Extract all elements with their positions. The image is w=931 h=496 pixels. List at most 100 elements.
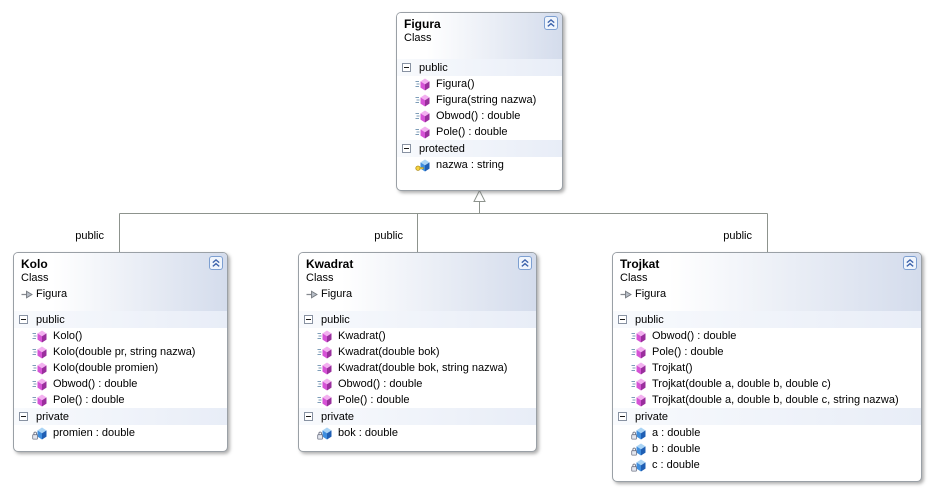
collapse-minus-icon[interactable]: [402, 144, 411, 153]
section-label: private: [36, 410, 70, 423]
member-row[interactable]: Pole() : double: [397, 124, 562, 140]
member-text: Kwadrat(): [338, 330, 386, 342]
method-icon: [415, 126, 431, 139]
collapse-minus-icon[interactable]: [402, 63, 411, 72]
member-row[interactable]: Obwod() : double: [397, 108, 562, 124]
member-text: promien : double: [53, 427, 135, 439]
method-icon: [317, 362, 333, 375]
section-label: public: [635, 313, 664, 326]
member-row[interactable]: Kwadrat(): [299, 328, 536, 344]
member-row[interactable]: Trojkat(double a, double b, double c, st…: [613, 392, 921, 408]
class-kind-label: Class: [620, 272, 648, 284]
member-row[interactable]: Trojkat(): [613, 360, 921, 376]
member-row[interactable]: c : double: [613, 457, 921, 473]
base-type-name: Figura: [635, 288, 667, 300]
member-row[interactable]: Figura(): [397, 76, 562, 92]
method-icon: [317, 394, 333, 407]
collapse-chevron-button[interactable]: [518, 256, 532, 270]
member-text: Kolo(double promien): [53, 362, 159, 374]
method-icon: [32, 346, 48, 359]
member-row[interactable]: b : double: [613, 441, 921, 457]
member-row[interactable]: promien : double: [14, 425, 227, 441]
member-text: a : double: [652, 427, 701, 439]
member-row[interactable]: Kolo(double promien): [14, 360, 227, 376]
method-icon: [32, 394, 48, 407]
section-label: public: [419, 61, 448, 74]
member-text: Figura(string nazwa): [436, 94, 537, 106]
member-text: Figura(): [436, 78, 475, 90]
method-icon: [631, 394, 647, 407]
inheritance-access-label-kolo: public: [75, 230, 104, 242]
collapse-minus-icon[interactable]: [19, 315, 28, 324]
inheritance-arrowhead: [473, 189, 486, 202]
section-label: public: [36, 313, 65, 326]
member-row[interactable]: a : double: [613, 425, 921, 441]
member-row[interactable]: Kwadrat(double bok): [299, 344, 536, 360]
method-icon: [317, 346, 333, 359]
collapse-chevron-button[interactable]: [903, 256, 917, 270]
base-type-row: Figura: [306, 287, 529, 301]
method-icon: [32, 330, 48, 343]
method-icon: [317, 330, 333, 343]
method-icon: [32, 378, 48, 391]
member-row[interactable]: Obwod() : double: [299, 376, 536, 392]
collapse-minus-icon[interactable]: [618, 412, 627, 421]
section-header-public[interactable]: public: [299, 311, 536, 328]
method-icon: [631, 362, 647, 375]
member-row[interactable]: Pole() : double: [14, 392, 227, 408]
field-protected-icon: [415, 159, 431, 172]
member-row[interactable]: Obwod() : double: [14, 376, 227, 392]
base-type-row: Figura: [21, 287, 220, 301]
member-row[interactable]: Pole() : double: [299, 392, 536, 408]
class-title: Trojkat: [620, 257, 660, 271]
section-header-private[interactable]: private: [14, 408, 227, 425]
method-icon: [631, 330, 647, 343]
section-header-protected[interactable]: protected: [397, 140, 562, 157]
field-private-icon: [631, 427, 647, 440]
member-text: Kolo(double pr, string nazwa): [53, 346, 196, 358]
class-kind-label: Class: [21, 272, 49, 284]
section-header-public[interactable]: public: [397, 59, 562, 76]
member-text: c : double: [652, 459, 700, 471]
member-row[interactable]: Trojkat(double a, double b, double c): [613, 376, 921, 392]
method-icon: [317, 378, 333, 391]
class-kind-label: Class: [306, 272, 334, 284]
member-row[interactable]: nazwa : string: [397, 157, 562, 173]
class-title: Kwadrat: [306, 257, 354, 271]
member-row[interactable]: Kolo(double pr, string nazwa): [14, 344, 227, 360]
collapse-minus-icon[interactable]: [19, 412, 28, 421]
member-row[interactable]: Obwod() : double: [613, 328, 921, 344]
member-row[interactable]: Kwadrat(double bok, string nazwa): [299, 360, 536, 376]
section-header-private[interactable]: private: [299, 408, 536, 425]
member-row[interactable]: Figura(string nazwa): [397, 92, 562, 108]
member-text: Obwod() : double: [436, 110, 521, 122]
section-label: private: [321, 410, 355, 423]
member-text: Trojkat(): [652, 362, 693, 374]
collapse-chevron-button[interactable]: [544, 16, 558, 30]
method-icon: [631, 378, 647, 391]
member-row[interactable]: Pole() : double: [613, 344, 921, 360]
section-header-public[interactable]: public: [14, 311, 227, 328]
section-label: protected: [419, 142, 465, 155]
section-header-public[interactable]: public: [613, 311, 921, 328]
member-row[interactable]: bok : double: [299, 425, 536, 441]
collapse-minus-icon[interactable]: [304, 412, 313, 421]
member-text: Obwod() : double: [53, 378, 138, 390]
member-text: Pole() : double: [338, 394, 410, 406]
collapse-chevron-button[interactable]: [209, 256, 223, 270]
inherits-arrow-icon: [620, 289, 632, 299]
member-row[interactable]: Kolo(): [14, 328, 227, 344]
section-header-private[interactable]: private: [613, 408, 921, 425]
collapse-minus-icon[interactable]: [304, 315, 313, 324]
collapse-minus-icon[interactable]: [618, 315, 627, 324]
field-private-icon: [317, 427, 333, 440]
